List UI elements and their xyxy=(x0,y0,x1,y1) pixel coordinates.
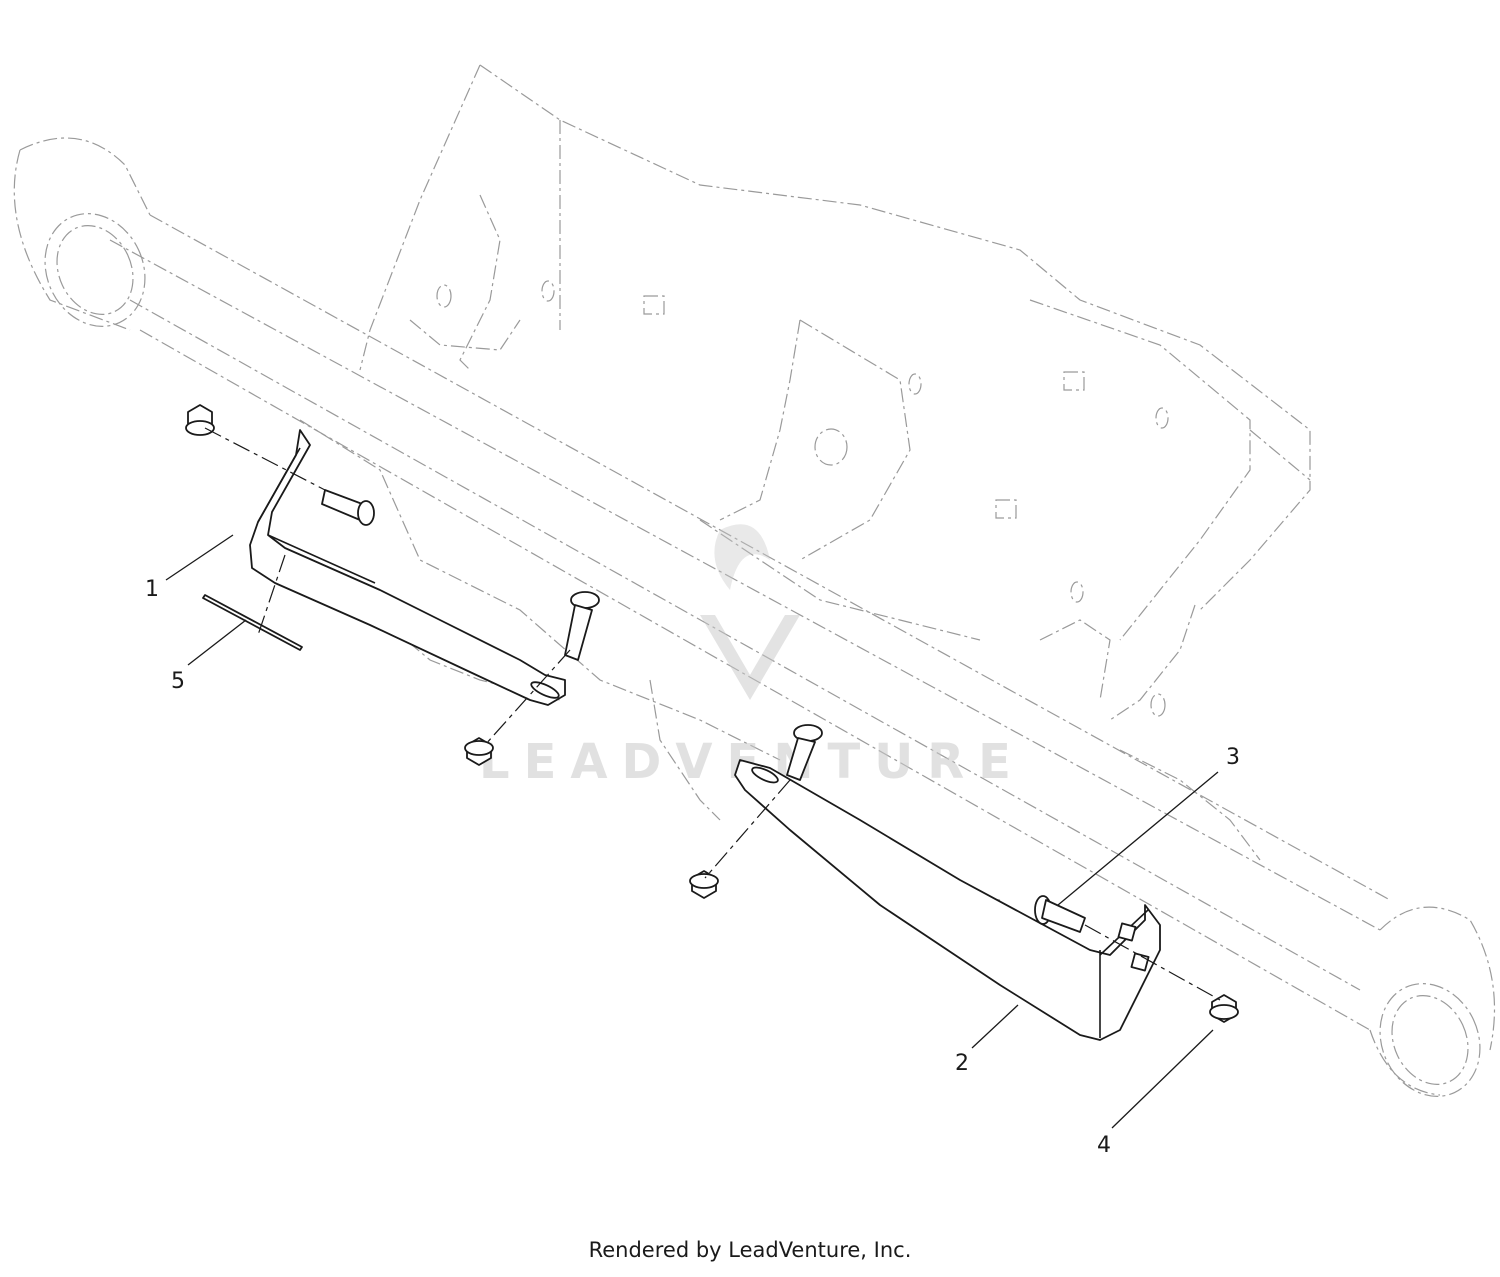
leadventure-watermark: LEADVENTURE xyxy=(479,524,1011,790)
bracket-right-part-2 xyxy=(734,759,1161,1041)
decal-part-5 xyxy=(202,594,303,651)
svg-text:1: 1 xyxy=(145,577,159,602)
carriage-bolts-part-3 xyxy=(321,489,1086,933)
bolt-upper-left xyxy=(564,591,600,661)
nut-mid-right xyxy=(689,870,719,899)
render-credit: Rendered by LeadVenture, Inc. xyxy=(588,1238,912,1262)
callout-2: 2 xyxy=(955,1004,1019,1076)
bolt-right xyxy=(1034,895,1086,933)
assembly-center-lines xyxy=(204,427,1221,1001)
callout-3: 3 xyxy=(1057,745,1240,906)
svg-text:4: 4 xyxy=(1097,1133,1111,1158)
bolt-left xyxy=(321,489,375,526)
callout-1: 1 xyxy=(145,534,234,602)
frame-ghost xyxy=(299,64,1311,901)
bolt-center xyxy=(786,724,823,781)
svg-text:2: 2 xyxy=(955,1051,969,1076)
nut-mid-left xyxy=(464,737,494,766)
flange-nuts-part-4 xyxy=(185,404,1239,1023)
callout-5: 5 xyxy=(171,619,247,694)
svg-text:5: 5 xyxy=(171,669,185,694)
bracket-left-part-1 xyxy=(249,429,566,706)
nut-top-left xyxy=(185,404,215,436)
nut-lower-right xyxy=(1209,994,1239,1023)
axle-tube-ghost xyxy=(13,137,1496,1097)
callout-4: 4 xyxy=(1097,1029,1214,1158)
svg-text:3: 3 xyxy=(1226,745,1240,770)
